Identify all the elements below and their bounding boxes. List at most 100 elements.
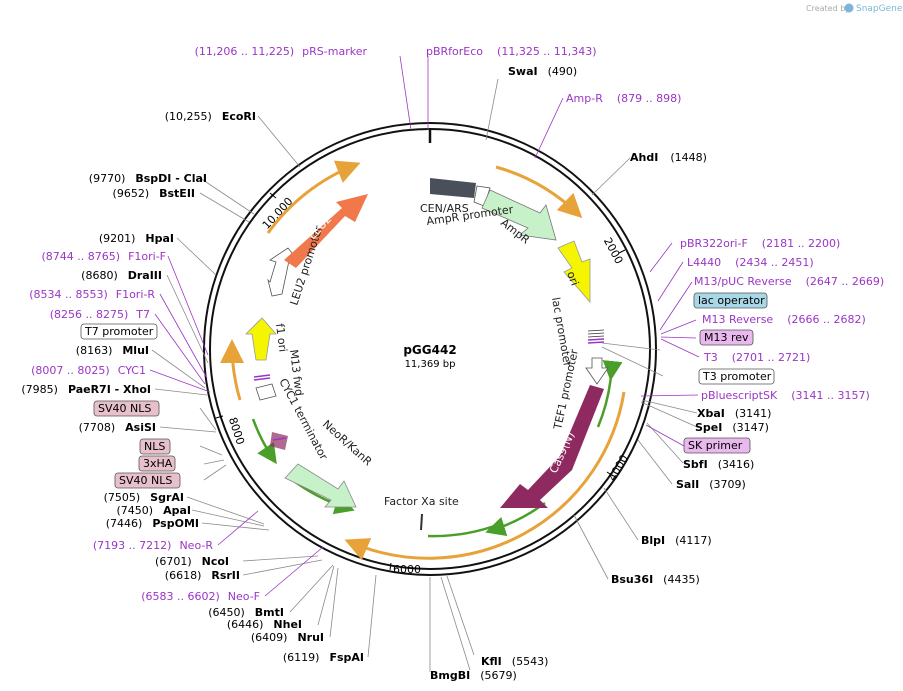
enzyme-bmti: BmtI	[255, 606, 284, 619]
label-sv40-nls-2: SV40 NLS	[119, 474, 172, 487]
svg-text:(7505)SgrAI: (7505)SgrAI	[104, 491, 184, 504]
svg-text:(7450)ApaI: (7450)ApaI	[117, 504, 191, 517]
enzyme-sali: SalI	[676, 478, 699, 491]
enzyme-sbfi: SbfI	[683, 458, 708, 471]
enzyme-ncoi-pos: (6701)	[155, 555, 192, 568]
plasmid-title: pGG442 11,369 bp	[403, 343, 456, 370]
enzyme-ecori: EcoRI	[222, 110, 256, 123]
enzyme-labels: SwaI(490) AhdI (1448) XbaI(3141) SpeI (314…	[430, 65, 771, 682]
enzyme-bsu36i-pos: (4435)	[663, 573, 700, 586]
svg-text:(8163)MluI: (8163)MluI	[76, 344, 149, 357]
svg-text:(6409)NruI: (6409)NruI	[251, 631, 324, 644]
svg-text:L4440(2434 .. 2451): L4440(2434 .. 2451)	[687, 256, 814, 269]
m13-fwd-arrow	[255, 383, 277, 401]
boxed-labels: lac operator M13 rev T3 promoter SK prim…	[80, 292, 775, 489]
feature-neor-kanr: NeoR/KanR	[320, 418, 375, 469]
label-lac-operator: lac operator	[698, 294, 765, 307]
ampr-arrow	[481, 189, 557, 241]
svg-text:AhdI(1448): AhdI (1448)	[630, 151, 707, 164]
enzyme-pspomi-pos: (7446)	[106, 517, 143, 530]
primer-pbrforeco-range: (11,325 .. 11,343)	[497, 45, 597, 58]
enzyme-blpi-pos: (4117)	[675, 534, 712, 547]
enzyme-fspai: FspAI	[329, 651, 364, 664]
svg-text:(11,206 .. 11,225)pRS-marker: (11,206 .. 11,225)pRS-marker	[195, 45, 368, 58]
primer-f1ori-f: F1ori-F	[128, 250, 166, 263]
primer-labels: (11,206 .. 11,225)pRS-marker pBRforEco(1…	[29, 45, 884, 603]
primer-pbluescriptsk-range: (3141 .. 3157)	[791, 389, 870, 402]
neor-kanr-arrow	[284, 463, 357, 508]
feature-cen-ars: CEN/ARS	[420, 202, 469, 215]
enzyme-paer7i-xhoi-pos: (7985)	[21, 383, 58, 396]
cas9-arrow	[500, 385, 604, 508]
primer-pbluescriptsk: pBluescriptSK	[701, 389, 778, 402]
enzyme-kfli-pos: (5543)	[512, 655, 549, 668]
cyc1-terminator-arrow	[270, 432, 288, 450]
primer-amp-r-range: (879 .. 898)	[617, 92, 682, 105]
enzyme-bsteii: BstEII	[159, 187, 195, 200]
enzyme-sbfi-pos: (3416)	[718, 458, 755, 471]
enzyme-blpi: BlpI	[641, 534, 665, 547]
svg-text:XbaI(3141): XbaI(3141)	[697, 407, 771, 420]
enzyme-ncoi: NcoI	[202, 555, 229, 568]
primer-f1ori-r-range: (8534 .. 8553)	[29, 288, 108, 301]
primer-m13-reverse: M13 Reverse	[702, 313, 773, 326]
ori-arrow	[557, 240, 591, 304]
snapgene-logo-icon	[844, 3, 854, 13]
f1-ori-arrow	[245, 317, 277, 361]
enzyme-ahdi: AhdI	[630, 151, 658, 164]
svg-text:(10,255)EcoRI: (10,255)EcoRI	[165, 110, 256, 123]
label-t3-promoter: T3 promoter	[702, 370, 772, 383]
primer-neo-r: Neo-R	[179, 539, 213, 552]
svg-text:pBR322ori-F(2181 .. 2200): pBR322ori-F(2181 .. 2200)	[680, 237, 840, 250]
enzyme-bsu36i: Bsu36I	[611, 573, 653, 586]
svg-text:T3(2701 .. 2721): T3(2701 .. 2721)	[703, 351, 810, 364]
svg-text:(8744 .. 8765)F1ori-F: (8744 .. 8765)F1ori-F	[42, 250, 167, 263]
enzyme-spei: SpeI	[695, 421, 722, 434]
enzyme-sgrai-pos: (7505)	[104, 491, 141, 504]
enzyme-ahdi-pos: (1448)	[670, 151, 707, 164]
primer-pbr322ori-f: pBR322ori-F	[680, 237, 748, 250]
svg-text:SwaI(490): SwaI(490)	[508, 65, 577, 78]
svg-text:pBluescriptSK(3141 .. 3157): pBluescriptSK (3141 .. 3157)	[701, 389, 870, 402]
enzyme-nhei-pos: (6446)	[227, 618, 264, 631]
scale-tick-10000: 10,000	[260, 195, 296, 232]
feature-arrows	[245, 178, 609, 531]
svg-text:(7446)PspOMI: (7446)PspOMI	[106, 517, 199, 530]
enzyme-draiii-pos: (8680)	[81, 269, 118, 282]
svg-text:pBRforEco(11,325 .. 11,343): pBRforEco(11,325 .. 11,343)	[426, 45, 597, 58]
feature-f1-ori: f1 ori	[273, 323, 289, 353]
primer-t3-range: (2701 .. 2721)	[732, 351, 811, 364]
enzyme-xbai: XbaI	[697, 407, 725, 420]
cen-ars-arrow	[430, 178, 476, 198]
factor-xa-mark	[420, 513, 423, 531]
enzyme-asisi: AsiSI	[125, 421, 156, 434]
svg-text:(9652)BstEII: (9652)BstEII	[113, 187, 195, 200]
svg-text:BlpI(4117): BlpI (4117)	[641, 534, 712, 547]
credit-text: Created by	[806, 4, 850, 13]
primer-m13-puc-reverse: M13/pUC Reverse	[694, 275, 792, 288]
svg-text:SpeI(3147): SpeI (3147)	[695, 421, 769, 434]
feature-m13-fwd: M13 fwd	[287, 349, 306, 397]
svg-text:(9770)BspDI - ClaI: (9770)BspDI - ClaI	[89, 172, 207, 185]
primer-prs-marker-range: (11,206 .. 11,225)	[195, 45, 295, 58]
enzyme-bmgbi-pos: (5679)	[480, 669, 517, 682]
enzyme-paer7i-xhoi: PaeR7I - XhoI	[68, 383, 151, 396]
svg-text:(8256 .. 8275)T7: (8256 .. 8275)T7	[50, 308, 150, 321]
enzyme-sali-pos: (3709)	[709, 478, 746, 491]
enzyme-bmgbi: BmgBI	[430, 669, 470, 682]
primer-neo-f-range: (6583 .. 6602)	[141, 590, 220, 603]
svg-text:KflI(5543): KflI(5543)	[481, 655, 548, 668]
svg-text:M13/pUC Reverse(2647 .. 2669): M13/pUC Reverse(2647 .. 2669)	[694, 275, 884, 288]
label-t7-promoter: T7 promoter	[84, 325, 154, 338]
primer-t7-range: (8256 .. 8275)	[50, 308, 129, 321]
primer-m13-reverse-range: (2666 .. 2682)	[787, 313, 866, 326]
primer-cyc1-range: (8007 .. 8025)	[31, 364, 110, 377]
enzyme-asisi-pos: (7708)	[79, 421, 116, 434]
label-3xha: 3xHA	[143, 457, 173, 470]
svg-text:(6119)FspAI: (6119)FspAI	[283, 651, 364, 664]
svg-text:(6446)NheI: (6446)NheI	[227, 618, 302, 631]
svg-text:(8680)DraIII: (8680)DraIII	[81, 269, 162, 282]
enzyme-spei-pos: (3147)	[732, 421, 769, 434]
svg-text:(6450)BmtI: (6450)BmtI	[208, 606, 284, 619]
